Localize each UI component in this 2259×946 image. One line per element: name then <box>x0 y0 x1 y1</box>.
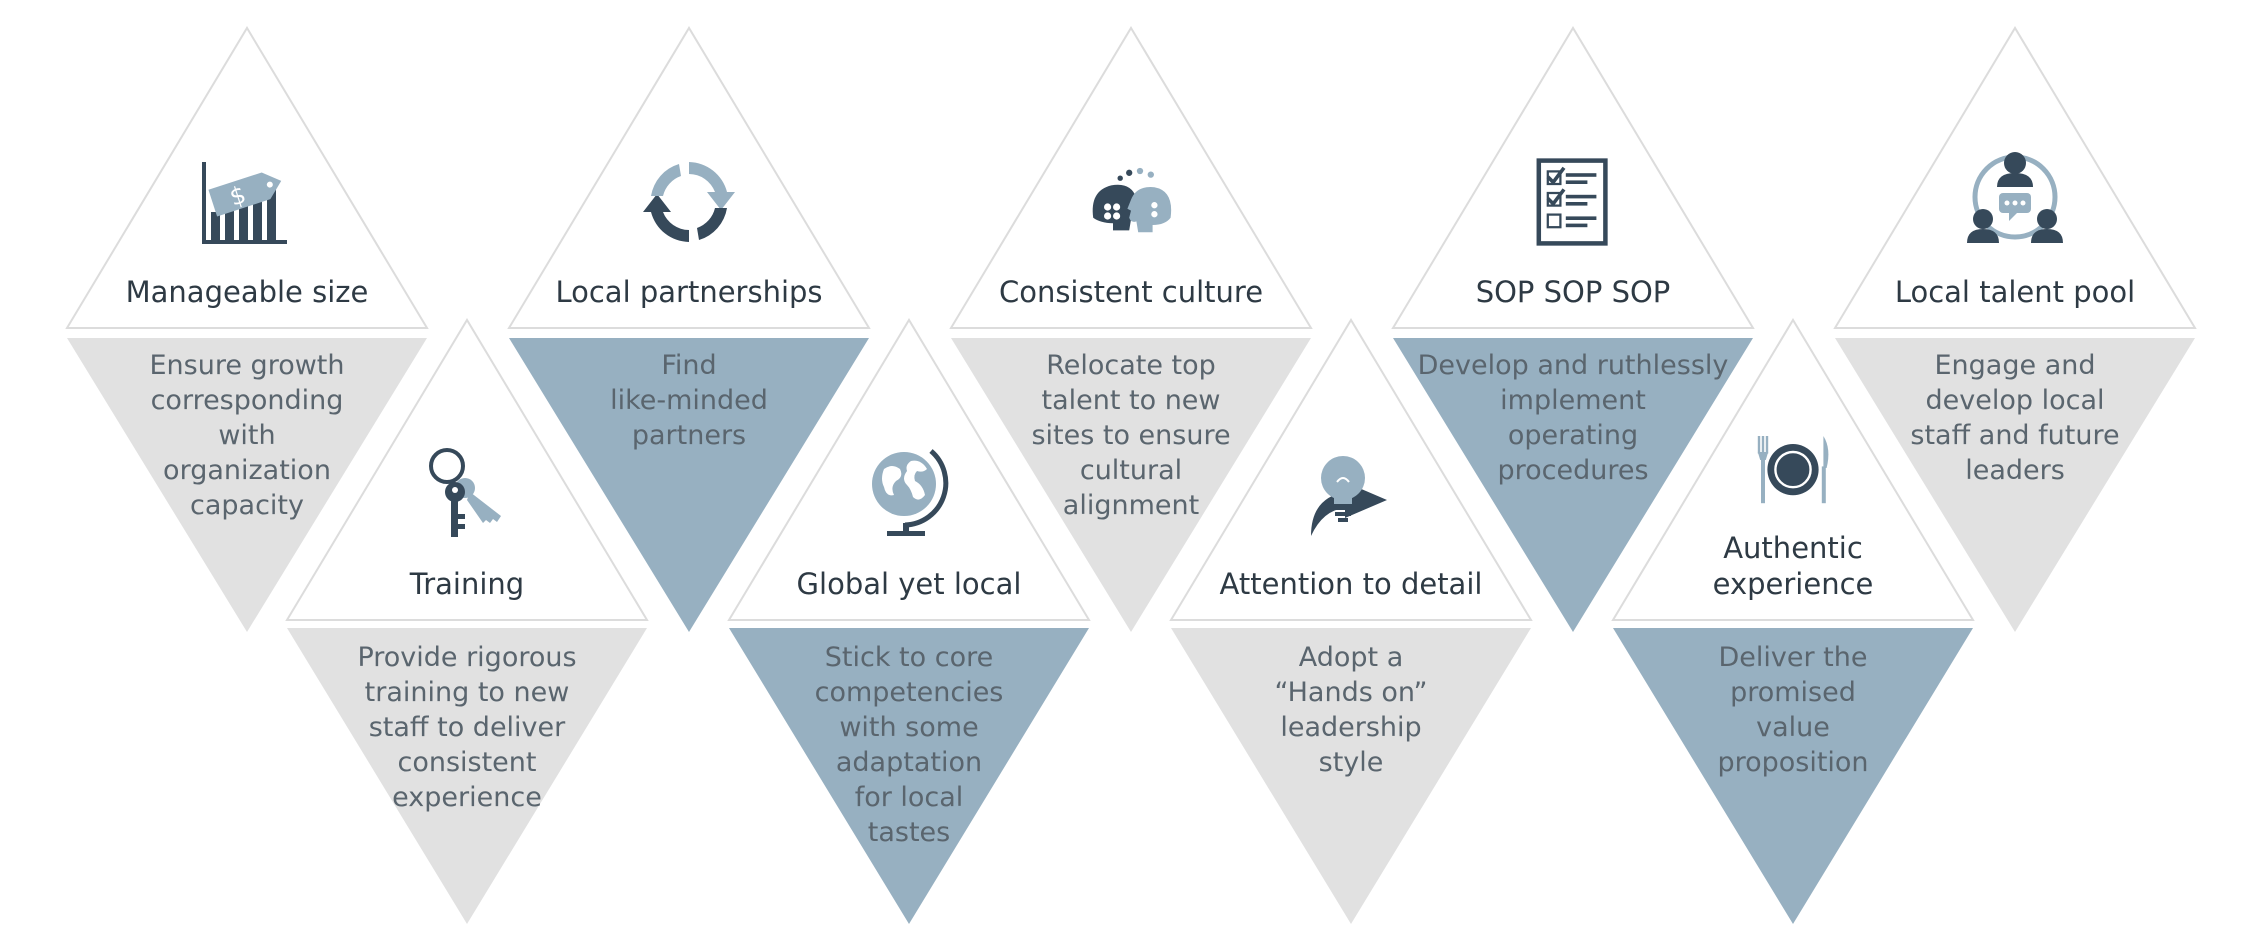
item-description: Develop and ruthlessly implement operati… <box>1417 350 1729 486</box>
item-description: Relocate top talent to new sites to ensu… <box>1031 350 1231 521</box>
item-description: Stick to core competencies with some ada… <box>814 642 1004 848</box>
item-description: Provide rigorous training to new staff t… <box>357 642 577 813</box>
down-triangle-3 <box>509 338 869 632</box>
item-description: Ensure growth corresponding with organiz… <box>149 350 345 521</box>
people-network-icon <box>1967 152 2063 243</box>
item-title: Local talent pool <box>1894 275 2136 309</box>
item-title: Local partnerships <box>555 275 823 309</box>
checklist-icon <box>1536 158 1608 246</box>
heads-communicating-icon <box>1092 167 1172 233</box>
price-tag-bar-chart-icon: $ <box>202 162 287 244</box>
down-triangle-5 <box>951 338 1311 632</box>
down-triangle-9 <box>1835 338 2195 632</box>
down-triangle-8 <box>1613 628 1973 924</box>
up-triangle-3 <box>507 26 871 329</box>
keys-icon <box>429 448 501 537</box>
item-title: SOP SOP SOP <box>1475 275 1671 309</box>
lightbulb-arrow-icon <box>1311 456 1387 536</box>
down-triangle-7 <box>1393 338 1753 632</box>
down-triangle-4 <box>729 628 1089 924</box>
circular-arrows-icon <box>643 162 735 242</box>
up-triangle-2 <box>285 318 649 621</box>
item-description: Find like-minded partners <box>610 350 768 451</box>
item-title: Global yet local <box>796 567 1022 601</box>
item-title: Consistent culture <box>998 275 1264 309</box>
item-description: Deliver the promised value proposition <box>1717 642 1869 778</box>
up-triangle-7 <box>1391 26 1755 329</box>
up-triangle-5 <box>949 26 1313 329</box>
item-description: Adopt a “Hands on” leadership style <box>1274 642 1428 778</box>
item-title: Manageable size <box>125 275 369 309</box>
item-title: Authentic experience <box>1712 531 1874 601</box>
plate-cutlery-icon <box>1757 436 1829 504</box>
down-triangle-6 <box>1171 628 1531 924</box>
down-triangle-2 <box>287 628 647 924</box>
item-description: Engage and develop local staff and futur… <box>1910 350 2120 486</box>
item-title: Training <box>409 567 525 601</box>
down-triangle-1 <box>67 338 427 632</box>
globe-icon <box>872 449 949 536</box>
item-title: Attention to detail <box>1219 567 1483 601</box>
